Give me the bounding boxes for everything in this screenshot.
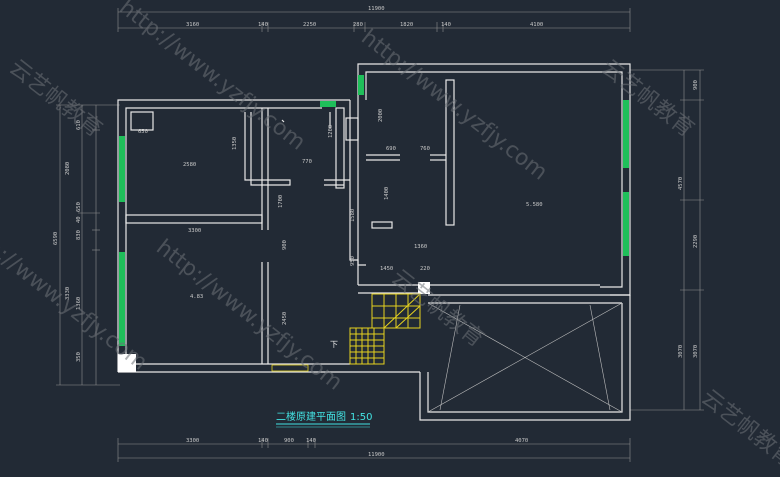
dim-1580: 1580	[350, 209, 356, 222]
right-dim-2: 4570	[678, 177, 684, 190]
interior-walls	[125, 79, 600, 364]
right-dim-4: 3070	[678, 345, 684, 358]
right-dim-1: 900	[693, 80, 699, 90]
left-dimension-chain: 6590 3330 610 2080 40 650 830 1360 350	[53, 104, 120, 386]
top-dim-4: 280	[353, 22, 363, 28]
left-dim-5: 40	[76, 216, 82, 223]
top-dim-1: 3160	[186, 22, 199, 28]
exterior-walls	[117, 63, 631, 421]
dim-1400: 1400	[384, 187, 390, 200]
left-dim-7: 830	[76, 230, 82, 240]
left-dim-9: 350	[76, 352, 82, 362]
void-area	[427, 302, 623, 413]
top-total-dim: 11900	[368, 6, 385, 12]
watermark-brand-4: 云艺帆教育	[696, 385, 780, 472]
dim-1350: 1350	[232, 137, 238, 150]
dim-2450: 2450	[282, 312, 288, 325]
stair-direction-label: 下	[330, 340, 338, 349]
dim-1450: 1450	[380, 266, 393, 272]
drawing-title: 二楼原建平面图 1:50	[276, 410, 372, 428]
left-dim-2: 3330	[65, 287, 71, 300]
watermark-brand-3: 云艺帆教育	[386, 265, 488, 352]
door-openings	[271, 364, 309, 372]
bottom-dimension-chain: 3300 140 900 140 4070 11900	[117, 438, 631, 462]
dim-770: 770	[302, 159, 312, 165]
dim-900: 900	[282, 240, 288, 250]
right-dimension-chain: 900 4570 2290 3070 3070	[630, 69, 704, 411]
dim-2000: 2000	[378, 109, 384, 122]
room-label-2: 5.580	[526, 202, 543, 208]
bottom-dim-1: 3300	[186, 438, 199, 444]
left-dim-3: 610	[76, 120, 82, 130]
windows	[119, 75, 629, 346]
columns	[118, 282, 430, 372]
dim-950: 950	[350, 256, 356, 266]
dim-650: 650	[138, 129, 148, 135]
dim-1700: 1700	[278, 195, 284, 208]
left-dim-1: 6590	[53, 232, 59, 245]
top-dim-5: 1820	[400, 22, 413, 28]
left-dim-6: 650	[76, 202, 82, 212]
top-dim-6: 140	[441, 22, 451, 28]
bottom-dim-5: 4070	[515, 438, 528, 444]
left-dim-8: 1360	[76, 297, 82, 310]
top-dimension-chain: 11900 3160 140 2250 280 1820 140 4100	[117, 6, 631, 32]
bottom-dim-4: 140	[306, 438, 316, 444]
top-dim-7: 4100	[530, 22, 543, 28]
drawing-scale: 1:50	[350, 412, 372, 423]
room-label-1: 2580	[183, 162, 196, 168]
room-label-3: 4.83	[190, 294, 203, 300]
interior-dimensions: 650 1350 2580 3300 1700 770 1200 690 760…	[138, 109, 543, 325]
right-dim-5: 3070	[693, 345, 699, 358]
dim-690: 690	[386, 146, 396, 152]
dim-220: 220	[420, 266, 430, 272]
dim-3300: 3300	[188, 228, 201, 234]
watermark-brand-2: 云艺帆教育	[596, 55, 698, 142]
dim-1200: 1200	[328, 125, 334, 138]
bottom-dim-3: 900	[284, 438, 294, 444]
drawing-title-text: 二楼原建平面图	[276, 410, 346, 423]
watermark-brand-1: 云艺帆教育	[4, 55, 106, 142]
staircase	[349, 293, 421, 365]
dim-760: 760	[420, 146, 430, 152]
bottom-dim-2: 140	[258, 438, 268, 444]
top-dim-2: 140	[258, 22, 268, 28]
bottom-total-dim: 11900	[368, 452, 385, 458]
right-dim-3: 2290	[693, 235, 699, 248]
top-dim-3: 2250	[303, 22, 316, 28]
left-dim-4: 2080	[65, 162, 71, 175]
dim-1360: 1360	[414, 244, 427, 250]
